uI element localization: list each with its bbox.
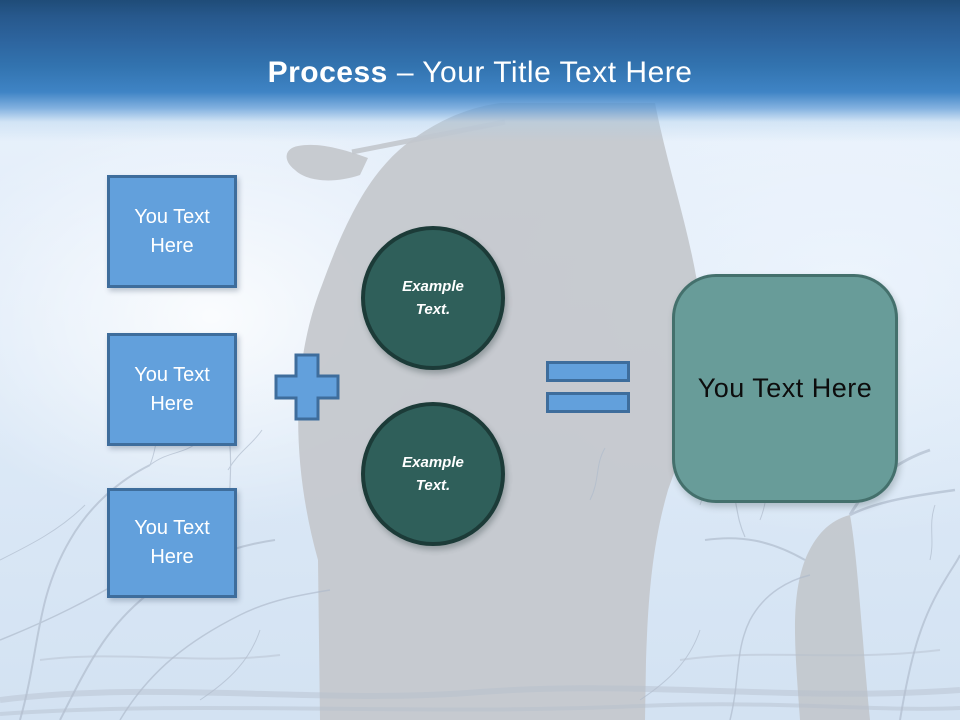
- title-subtitle: – Your Title Text Here: [396, 56, 693, 89]
- equals-bar-bottom: [546, 392, 630, 413]
- input-box-2[interactable]: You Text Here: [107, 333, 237, 446]
- input-box-1[interactable]: You Text Here: [107, 175, 237, 288]
- example-circle-1-label: Example Text.: [402, 277, 464, 318]
- input-box-3[interactable]: You Text Here: [107, 488, 237, 598]
- example-circle-2[interactable]: Example Text.: [361, 402, 505, 546]
- result-box[interactable]: You Text Here: [672, 274, 898, 503]
- result-box-label: You Text Here: [697, 373, 873, 403]
- title-keyword: Process: [267, 56, 388, 89]
- example-circle-1[interactable]: Example Text.: [361, 226, 505, 370]
- equals-icon: [546, 361, 630, 414]
- example-circle-2-label: Example Text.: [402, 453, 464, 494]
- slide-title[interactable]: Process– Your Title Text Here: [0, 56, 960, 90]
- plus-icon: [274, 353, 340, 421]
- input-box-1-label: You Text Here: [134, 205, 210, 257]
- equals-bar-top: [546, 361, 630, 382]
- input-box-2-label: You Text Here: [134, 363, 210, 415]
- title-band: Process– Your Title Text Here: [0, 0, 960, 150]
- input-box-3-label: You Text Here: [134, 517, 210, 568]
